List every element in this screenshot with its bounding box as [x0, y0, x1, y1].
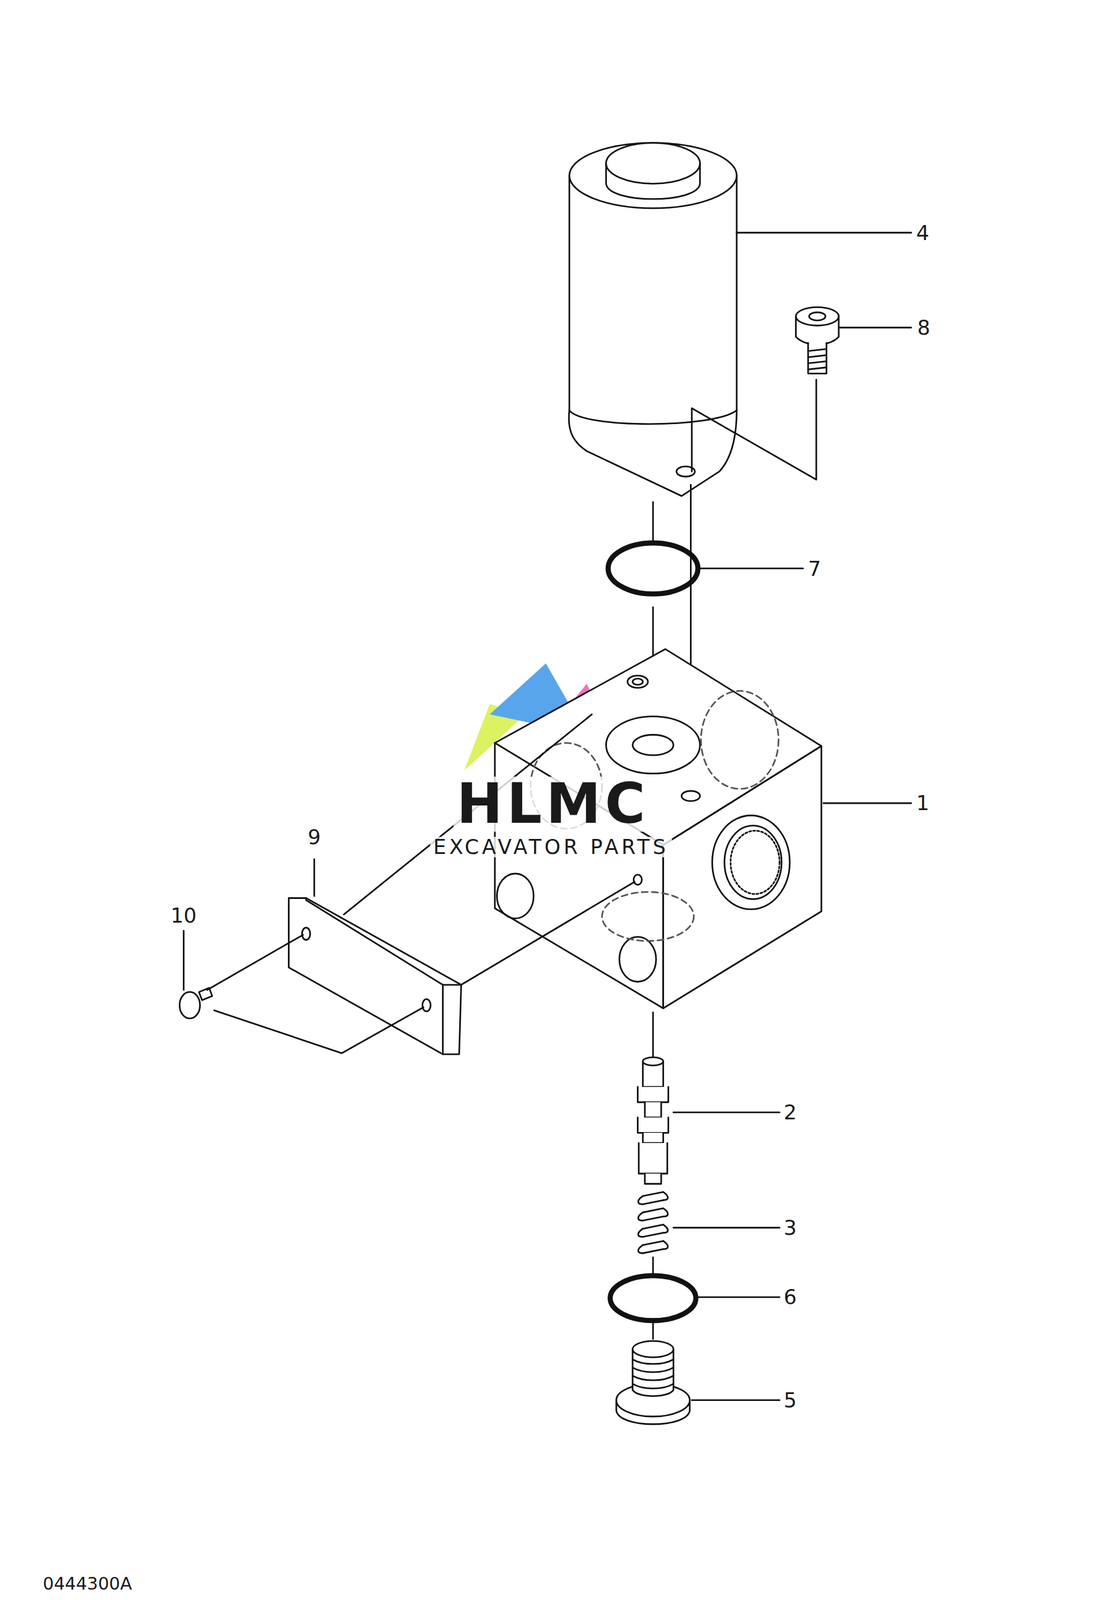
callout-number: 9 — [308, 826, 322, 847]
drawing-number: 0444300A — [42, 1574, 132, 1593]
callout-number: 5 — [783, 1389, 797, 1410]
plug — [616, 1340, 690, 1424]
spring — [638, 1191, 668, 1253]
pin — [179, 987, 213, 1019]
o-ring — [608, 542, 699, 594]
callout-number: 3 — [783, 1217, 797, 1238]
callout-number: 8 — [917, 317, 931, 338]
bolt — [796, 306, 839, 374]
callout-number: 10 — [170, 905, 197, 926]
cover-plate — [289, 897, 462, 1054]
watermark-text: EXCAVATOR PARTS — [430, 836, 673, 857]
callout-number: 2 — [783, 1101, 797, 1123]
watermark-text: HLMC — [453, 776, 653, 832]
callout-number: 6 — [783, 1286, 797, 1307]
filter-element — [568, 143, 737, 497]
callout-number: 7 — [808, 557, 822, 579]
callout-number: 1 — [916, 792, 930, 813]
o-ring — [610, 1275, 697, 1321]
spool — [637, 1056, 669, 1184]
callout-number: 4 — [916, 222, 930, 243]
